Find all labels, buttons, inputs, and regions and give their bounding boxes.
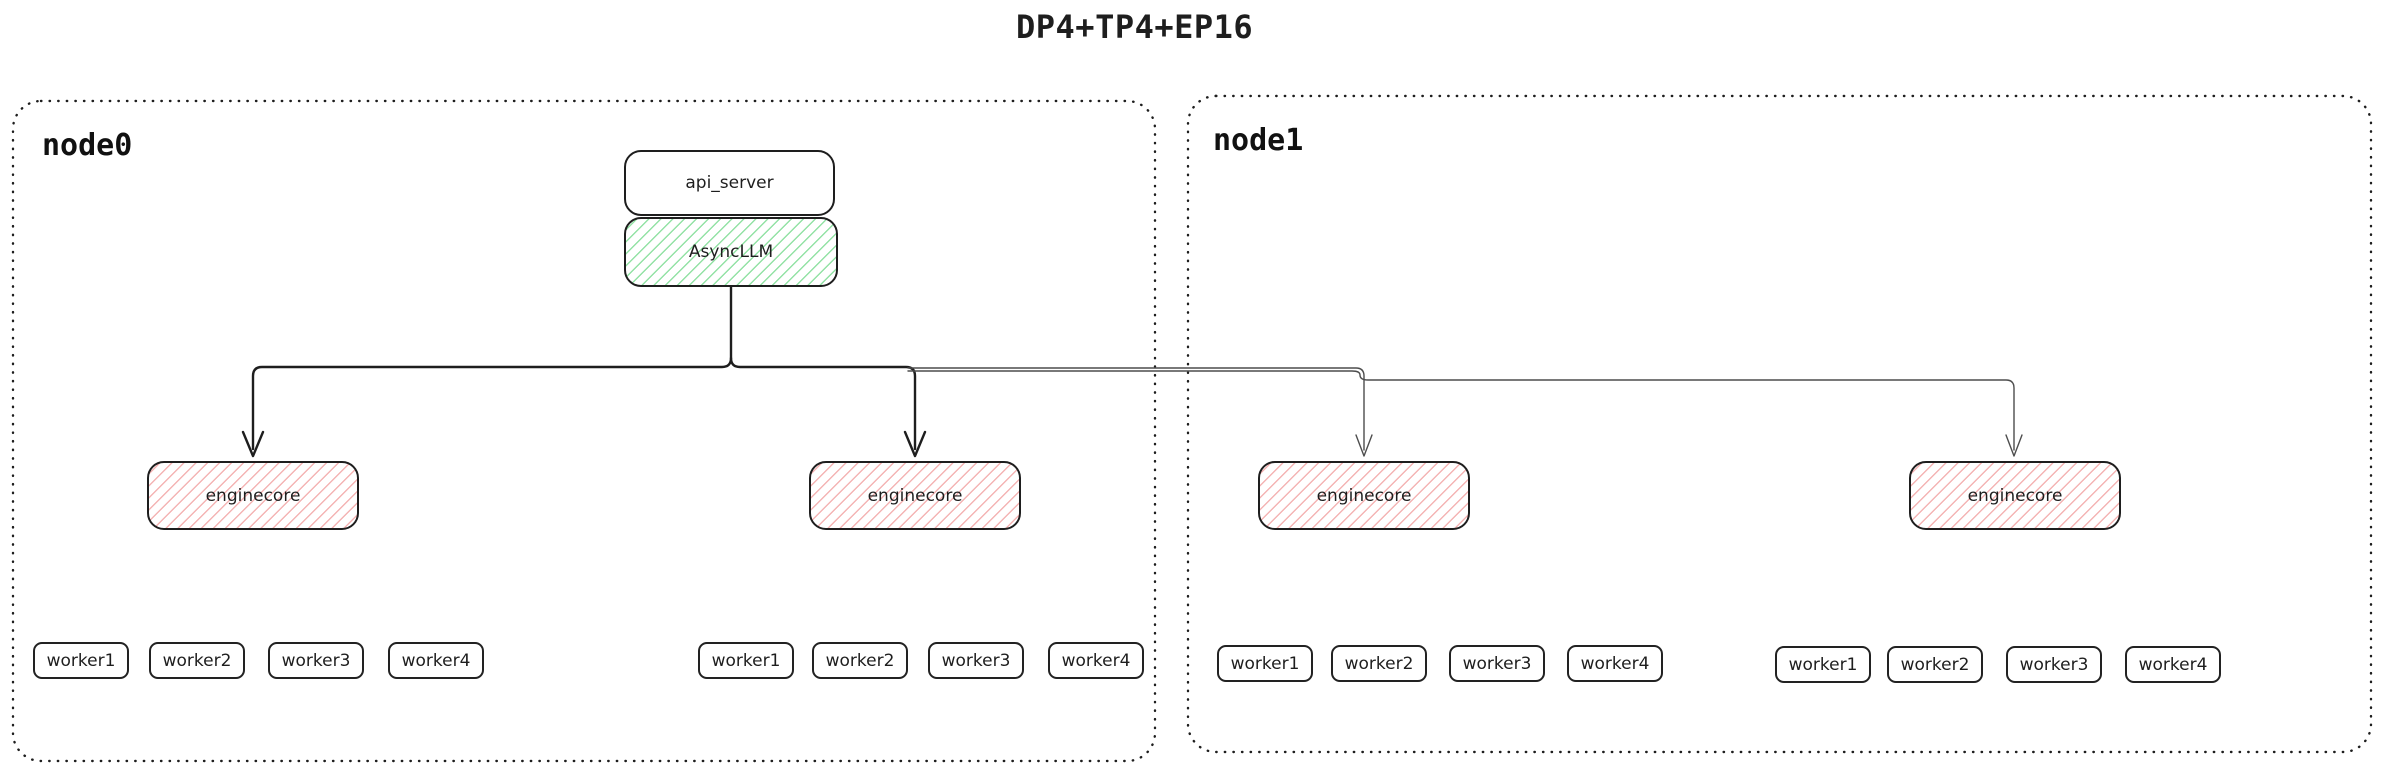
- worker-label: worker1: [1230, 653, 1300, 674]
- worker-label: worker2: [1344, 653, 1414, 674]
- worker-box: worker4: [388, 642, 484, 679]
- enginecore-label: enginecore: [1967, 485, 2063, 506]
- worker-box: worker1: [698, 642, 794, 679]
- worker-box: worker2: [149, 642, 245, 679]
- arrow-asyncllm-to-enginecore1: [241, 285, 733, 458]
- worker-box: worker3: [1449, 645, 1545, 682]
- api-server-box: api_server: [624, 150, 835, 216]
- api-server-label: api_server: [685, 173, 774, 193]
- arrow-asyncllm-to-node1-enginecore2: [907, 370, 2023, 457]
- arrow-asyncllm-to-node1-enginecore1: [907, 367, 1373, 457]
- enginecore-label: enginecore: [1316, 485, 1412, 506]
- worker-box: worker1: [1217, 645, 1313, 682]
- node1-enginecore1-box: enginecore: [1258, 461, 1470, 530]
- node0-label: node0: [42, 128, 133, 163]
- worker-label: worker4: [2138, 654, 2208, 675]
- worker-box: worker4: [1048, 642, 1144, 679]
- worker-label: worker4: [1061, 650, 1131, 671]
- node1-enginecore2-box: enginecore: [1909, 461, 2121, 530]
- worker-label: worker2: [1900, 654, 1970, 675]
- worker-label: worker1: [1788, 654, 1858, 675]
- worker-label: worker1: [711, 650, 781, 671]
- arrow-asyncllm-to-enginecore2: [729, 356, 927, 458]
- enginecore-label: enginecore: [867, 485, 963, 506]
- worker-box: worker3: [928, 642, 1024, 679]
- worker-label: worker3: [2019, 654, 2089, 675]
- asyncllm-box: AsyncLLM: [624, 217, 838, 287]
- worker-label: worker3: [1462, 653, 1532, 674]
- node0-container: [11, 99, 1157, 763]
- worker-box: worker3: [268, 642, 364, 679]
- worker-label: worker3: [281, 650, 351, 671]
- worker-box: worker3: [2006, 646, 2102, 683]
- worker-box: worker2: [1331, 645, 1427, 682]
- enginecore-label: enginecore: [205, 485, 301, 506]
- worker-label: worker4: [1580, 653, 1650, 674]
- worker-box: worker4: [1567, 645, 1663, 682]
- worker-box: worker2: [1887, 646, 1983, 683]
- asyncllm-label: AsyncLLM: [688, 242, 774, 262]
- node1-label: node1: [1213, 123, 1304, 158]
- worker-label: worker2: [825, 650, 895, 671]
- node0-enginecore1-box: enginecore: [147, 461, 359, 530]
- worker-label: worker3: [941, 650, 1011, 671]
- worker-box: worker4: [2125, 646, 2221, 683]
- node0-enginecore2-box: enginecore: [809, 461, 1021, 530]
- worker-label: worker4: [401, 650, 471, 671]
- worker-box: worker1: [1775, 646, 1871, 683]
- worker-label: worker2: [162, 650, 232, 671]
- diagram-title: DP4+TP4+EP16: [1016, 8, 1254, 46]
- node1-container: [1186, 94, 2373, 754]
- worker-label: worker1: [46, 650, 116, 671]
- worker-box: worker2: [812, 642, 908, 679]
- worker-box: worker1: [33, 642, 129, 679]
